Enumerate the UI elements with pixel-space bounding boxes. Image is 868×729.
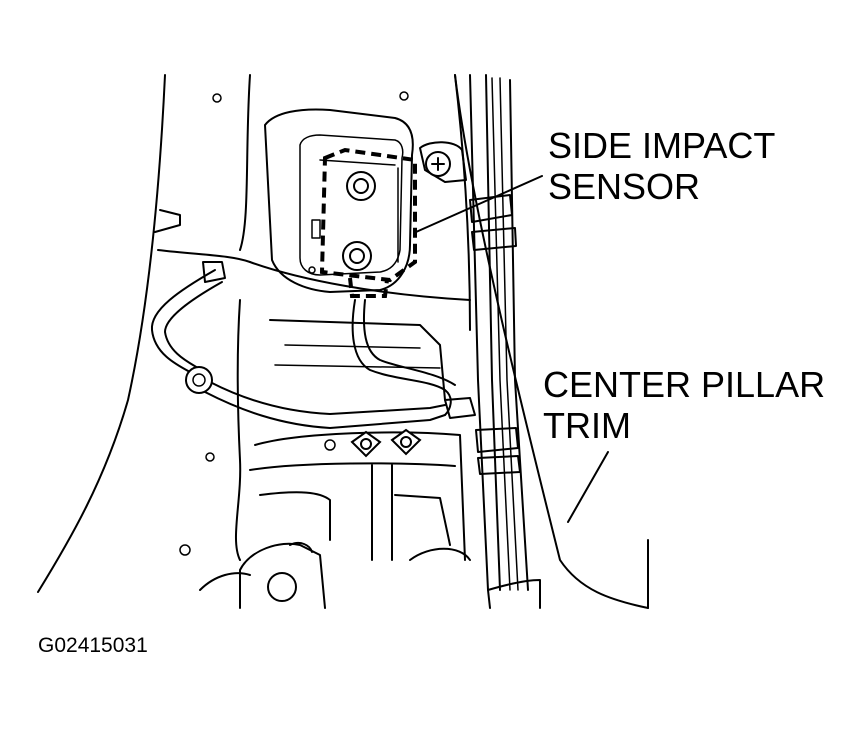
- leader-lines: [415, 175, 609, 523]
- clip-nuts: [350, 428, 422, 458]
- center-pillar-trim-label-line-2: TRIM: [543, 405, 631, 446]
- pillar-outline: [37, 74, 649, 609]
- mounting-holes: [212, 91, 409, 274]
- side-impact-sensor-label-line-2: SENSOR: [548, 166, 701, 207]
- wiring-harness: [469, 74, 541, 609]
- retractor: [239, 542, 471, 609]
- center-pillar-trim-label-line-1: CENTER PILLAR: [543, 364, 826, 405]
- figure-id: G02415031: [38, 634, 148, 657]
- center-pillar-trim-label: CENTER PILLAR TRIM: [543, 364, 825, 446]
- screw-icon: [419, 141, 467, 183]
- lower-body-panel: [179, 261, 471, 591]
- side-impact-sensor-label: SIDE IMPACT SENSOR: [548, 125, 775, 207]
- side-impact-sensor-label-line-1: SIDE IMPACT: [548, 125, 776, 166]
- sensor-wire: [351, 299, 476, 419]
- loop-wire: [150, 261, 446, 429]
- sensor-bracket: [264, 108, 414, 293]
